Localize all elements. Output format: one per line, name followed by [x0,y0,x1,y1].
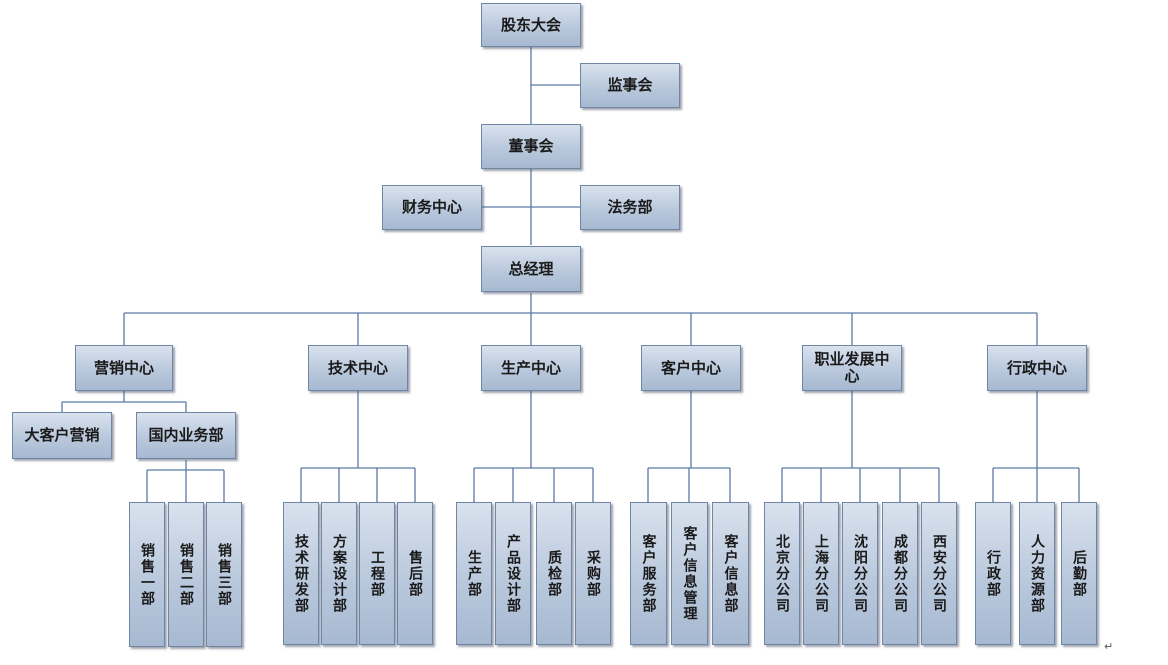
node-branch-shanghai: 上海分公司 [803,502,839,645]
node-finance-center: 财务中心 [382,185,482,230]
node-legal: 法务部 [580,185,680,230]
node-board: 董事会 [481,124,581,169]
node-admin-dept-1: 行政部 [975,502,1011,645]
node-production-dept-4: 采购部 [575,502,611,645]
node-key-account-marketing: 大客户营销 [12,412,112,459]
node-general-manager: 总经理 [481,246,581,292]
node-tech-center: 技术中心 [308,345,408,391]
node-branch-xian: 西安分公司 [921,502,957,645]
node-sales-dept-1: 销售一部 [129,502,165,647]
node-customer-dept-3: 客户信息部 [712,502,749,645]
node-sales-dept-2: 销售二部 [168,502,204,647]
node-admin-center: 行政中心 [987,345,1087,391]
node-domestic-business: 国内业务部 [136,412,236,459]
node-tech-dept-1: 技术研发部 [283,502,319,645]
node-customer-dept-1: 客户服务部 [630,502,667,645]
node-career-center: 职业发展中心 [802,345,902,391]
node-production-dept-1: 生产部 [456,502,492,645]
paragraph-return-mark: ↵ [1104,640,1114,653]
node-tech-dept-4: 售后部 [397,502,433,645]
node-production-dept-3: 质检部 [536,502,572,645]
node-customer-center: 客户中心 [641,345,741,391]
node-branch-chengdu: 成都分公司 [882,502,918,645]
node-branch-beijing: 北京分公司 [764,502,800,645]
node-tech-dept-2: 方案设计部 [321,502,357,645]
node-admin-dept-2: 人力资源部 [1019,502,1055,645]
node-tech-dept-3: 工程部 [359,502,395,645]
node-shareholders: 股东大会 [481,3,581,47]
node-sales-dept-3: 销售三部 [206,502,242,647]
node-customer-dept-2: 客户信息管理 [671,502,708,645]
node-supervisory-board: 监事会 [580,63,680,108]
node-marketing-center: 营销中心 [75,345,173,391]
node-production-center: 生产中心 [481,345,581,391]
node-admin-dept-3: 后勤部 [1061,502,1097,645]
node-production-dept-2: 产品设计部 [495,502,531,645]
node-branch-shenyang: 沈阳分公司 [842,502,878,645]
